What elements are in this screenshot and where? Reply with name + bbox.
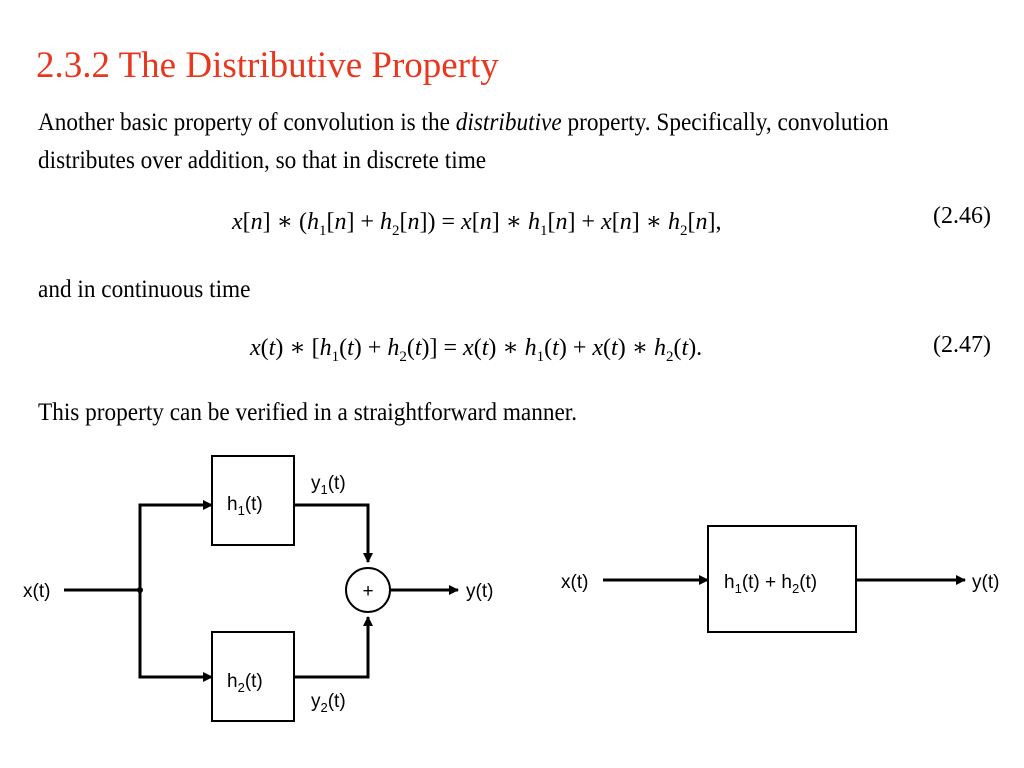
h1-box: [211, 455, 295, 546]
y2-path: [294, 616, 373, 679]
y1-path: [294, 503, 373, 563]
lower-branch: [138, 590, 213, 682]
left-input-label: x(t): [23, 581, 50, 602]
paragraph-intro-text-b: property. Specifically, convolution: [561, 109, 889, 136]
sum-box-label: h1(t) + h2(t): [724, 572, 817, 596]
equation-continuous: x(t) ∗ [h1(t) + h2(t)] = x(t) ∗ h1(t) + …: [250, 335, 703, 365]
equation-discrete: x[n] ∗ (h1[n] + h2[n]) = x[n] ∗ h1[n] + …: [232, 209, 722, 239]
parallel-diagram: x(t) h1(t) h2(t) y1(t) y2(t) + y(t): [23, 455, 493, 722]
paragraph-intro-line2: distributes over addition, so that in di…: [38, 147, 487, 174]
paragraph-conclusion: This property can be verified in a strai…: [38, 399, 578, 426]
upper-branch: [138, 500, 213, 590]
distributive-emphasis: distributive: [455, 109, 562, 136]
y1-label: y1(t): [311, 473, 346, 497]
equation-number-2-47: (2.47): [933, 332, 991, 358]
equation-number-2-46: (2.46): [933, 203, 991, 229]
paragraph-intro-text-a: Another basic property of convolution is…: [38, 109, 456, 136]
h2-box-label: h2(t): [227, 671, 263, 695]
adder-plus: +: [362, 581, 373, 602]
page-title: 2.3.2 The Distributive Property: [36, 45, 499, 86]
h1-box-label: h1(t): [227, 494, 263, 518]
right-output-label: y(t): [972, 572, 999, 593]
equivalent-diagram: x(t) h1(t) + h2(t) y(t): [561, 525, 999, 633]
y2-label: y2(t): [311, 691, 346, 715]
paragraph-continuous: and in continuous time: [38, 276, 251, 303]
paragraph-intro: Another basic property of convolution is…: [38, 104, 889, 180]
left-output-label: y(t): [466, 581, 493, 602]
h2-box: [211, 631, 295, 722]
right-input-label: x(t): [561, 572, 588, 593]
